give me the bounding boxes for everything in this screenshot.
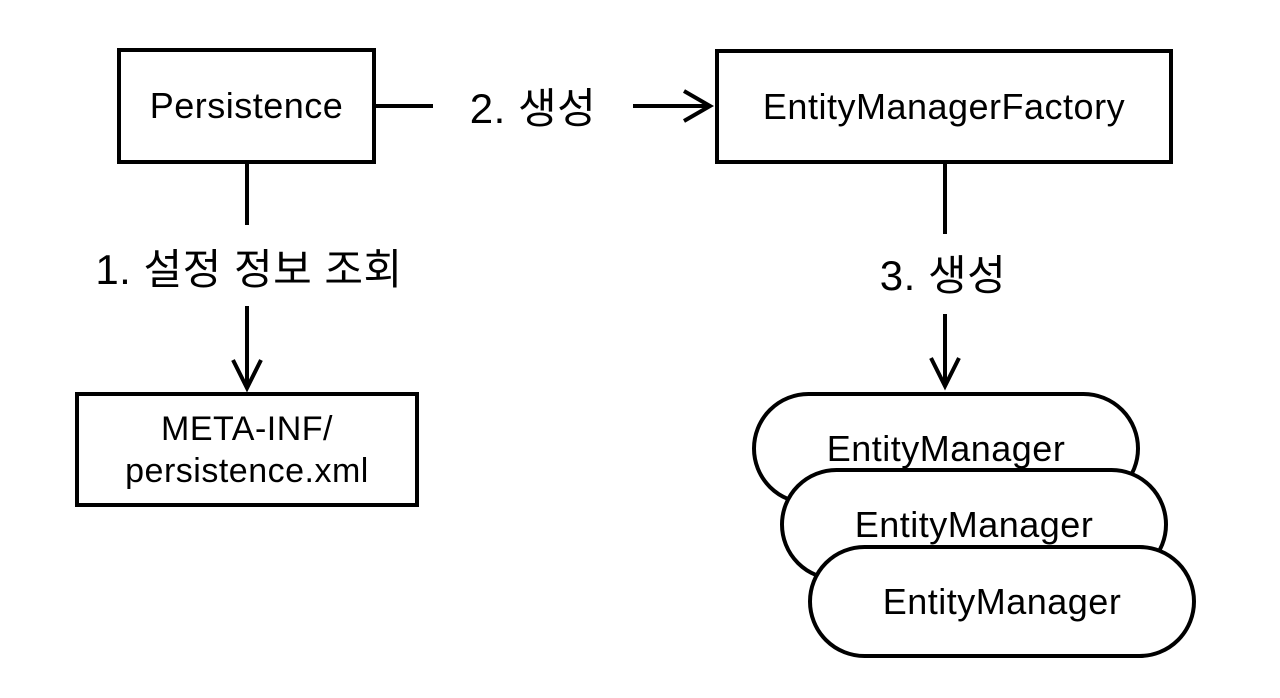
edge-step3-label: 3. 생성 xyxy=(843,244,1043,300)
meta-inf-label-line2: persistence.xml xyxy=(125,451,369,490)
meta-inf-persistence-xml-node: META-INF/ persistence.xml xyxy=(75,392,419,507)
entity-manager-label-1: EntityManager xyxy=(826,427,1066,469)
persistence-node: Persistence xyxy=(117,48,376,164)
entity-manager-factory-label: EntityManagerFactory xyxy=(762,85,1126,127)
entity-manager-node-3: EntityManager xyxy=(808,545,1196,658)
edge-step2-label: 2. 생성 xyxy=(433,77,633,133)
edge-step1-label: 1. 설정 정보 조회 xyxy=(29,238,469,294)
edge-step1-arrowhead-icon xyxy=(231,359,263,393)
persistence-label: Persistence xyxy=(149,85,344,126)
entity-manager-label-3: EntityManager xyxy=(882,580,1122,622)
edge-step2-arrowhead-icon xyxy=(683,89,715,123)
entity-manager-factory-node: EntityManagerFactory xyxy=(715,49,1173,164)
meta-inf-label-line1: META-INF/ xyxy=(161,409,333,448)
edge-step3-arrowhead-icon xyxy=(929,357,961,391)
entity-manager-label-2: EntityManager xyxy=(854,503,1094,545)
